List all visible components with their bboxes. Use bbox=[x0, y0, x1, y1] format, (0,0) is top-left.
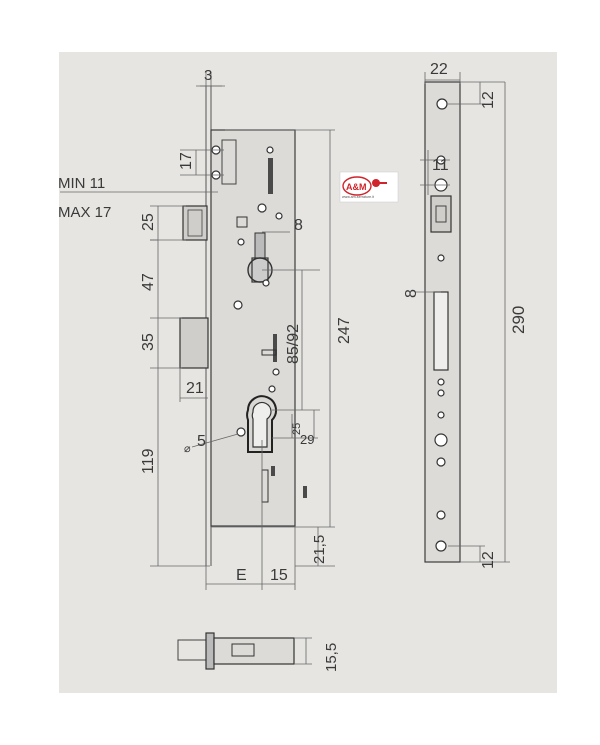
key-icon bbox=[372, 179, 380, 187]
dim-25-small: 25 bbox=[291, 423, 303, 435]
dim-side-11: 11 bbox=[432, 157, 449, 174]
dim-side-290: 290 bbox=[509, 306, 528, 334]
dim-5: ⌀ bbox=[184, 443, 191, 455]
latch-bolt bbox=[182, 205, 208, 241]
dim-min: MIN 11 bbox=[58, 175, 105, 192]
logo-caption: www.am-serrature.it bbox=[342, 195, 374, 199]
top-view: 15,5 bbox=[177, 632, 340, 672]
dim-side-12-bottom: 12 bbox=[480, 551, 497, 569]
dim-15: 15 bbox=[270, 567, 288, 584]
side-view: 22 12 11 8 290 12 bbox=[403, 61, 528, 569]
cylinder-cutout bbox=[246, 395, 277, 453]
brand-logo: A&M www.am-serrature.it bbox=[339, 171, 399, 203]
dim-side-8: 8 bbox=[403, 289, 420, 298]
dim-side-22: 22 bbox=[430, 61, 448, 78]
dim-25: 25 bbox=[140, 213, 157, 231]
dim-85-92: 85/92 bbox=[285, 324, 302, 364]
drawing-sheet bbox=[59, 52, 557, 693]
dim-3: 3 bbox=[204, 67, 212, 84]
dim-21: 21 bbox=[186, 380, 204, 397]
front-view: 3 17 MIN 11 MAX 17 25 8 47 35 21 bbox=[58, 67, 353, 590]
dim-29: 29 bbox=[300, 432, 314, 447]
dim-8-front: 8 bbox=[294, 217, 303, 234]
dim-47: 47 bbox=[140, 273, 157, 291]
dim-119: 119 bbox=[140, 448, 157, 474]
dim-17: 17 bbox=[178, 152, 195, 170]
dim-247: 247 bbox=[336, 317, 353, 344]
dim-21-5: 21,5 bbox=[311, 535, 328, 564]
dead-bolt bbox=[179, 317, 209, 369]
dim-side-12-top: 12 bbox=[480, 91, 497, 109]
lock-case bbox=[210, 129, 296, 527]
dim-max: MAX 17 bbox=[58, 204, 111, 221]
logo-text: A&M bbox=[346, 182, 367, 192]
dim-E: E bbox=[236, 567, 247, 584]
dim-15-5: 15,5 bbox=[323, 643, 340, 672]
dim-35: 35 bbox=[140, 333, 157, 351]
dim-5-value: 5 bbox=[197, 433, 206, 450]
